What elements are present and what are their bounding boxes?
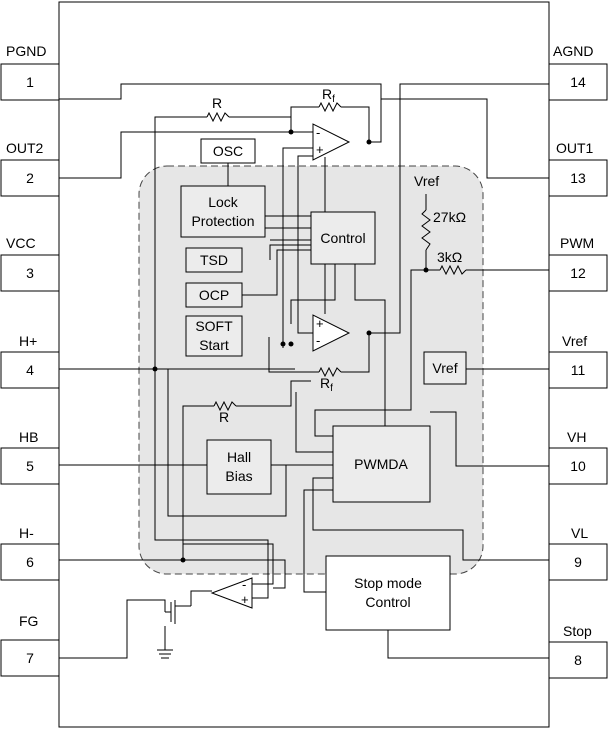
pin-1-name: PGND (6, 43, 46, 59)
pin-10-name: VH (567, 429, 586, 445)
label-r-top: R (212, 95, 222, 111)
pin-5-number: 5 (26, 458, 34, 474)
control-label: Control (320, 230, 365, 246)
pin-9-name: VL (571, 525, 588, 541)
pin-6-number: 6 (26, 554, 34, 570)
pin-8: Stop 8 (548, 623, 608, 679)
osc-label: OSC (213, 143, 243, 159)
wiring (59, 83, 549, 659)
pin-2-name: OUT2 (6, 140, 44, 156)
pin-3-name: VCC (6, 235, 36, 251)
pin-3-number: 3 (26, 265, 34, 281)
pin-2: OUT2 2 (0, 140, 60, 197)
pin-6-name: H- (19, 525, 34, 541)
lock-label-1: Lock (208, 194, 239, 210)
svg-text:-: - (242, 577, 246, 592)
pin-9: VL 9 (548, 525, 608, 581)
resistor-rf-top (318, 101, 342, 113)
vref-block-label: Vref (432, 360, 457, 376)
vref-block: Vref (423, 351, 467, 385)
tsd-label: TSD (200, 252, 228, 268)
svg-text:-: - (316, 333, 320, 348)
hall-bias-block: Hall Bias (206, 439, 272, 495)
pin-14-number: 14 (570, 74, 586, 90)
pwmda-block: PWMDA (332, 425, 431, 503)
label-27k: 27kΩ (433, 209, 466, 225)
pin-14: AGND 14 (548, 43, 608, 101)
pin-10: VH 10 (548, 429, 608, 485)
pin-12: PWM 12 (548, 235, 608, 292)
pin-8-name: Stop (563, 623, 592, 639)
label-rf-bottom: Rf (320, 375, 333, 394)
pin-11: Vref 11 (548, 333, 608, 389)
resistor-rf-bottom (318, 366, 342, 378)
label-rf-top: Rf (322, 86, 335, 105)
tsd-block: TSD (185, 247, 243, 273)
pin-7: FG 7 (0, 613, 60, 677)
pin-9-number: 9 (574, 554, 582, 570)
soft-start-block: SOFT Start (185, 315, 243, 357)
hall-label-2: Bias (225, 468, 252, 484)
ocp-block: OCP (185, 282, 243, 308)
svg-text:-: - (316, 125, 320, 140)
pin-4-number: 4 (26, 362, 34, 378)
pin-5-name: HB (19, 429, 38, 445)
pin-13: OUT1 13 (548, 140, 608, 197)
svg-text:+: + (316, 316, 324, 331)
stop-label-1: Stop mode (354, 575, 422, 591)
amplifier-lower: + - (312, 314, 351, 352)
pin-7-number: 7 (26, 650, 34, 666)
label-vref: Vref (414, 173, 439, 189)
pin-1: PGND 1 (0, 43, 60, 101)
soft-label-2: Start (199, 337, 229, 353)
fg-transistor (165, 600, 176, 624)
junctions (152, 129, 429, 563)
soft-label-1: SOFT (195, 318, 233, 334)
pin-10-number: 10 (570, 458, 586, 474)
resistor-27k (421, 209, 431, 251)
pin-14-name: AGND (553, 43, 593, 59)
resistor-r-bottom (213, 400, 237, 412)
pin-4-name: H+ (19, 333, 37, 349)
label-r-bottom: R (219, 409, 229, 425)
stop-label-2: Control (365, 594, 410, 610)
pin-7-name: FG (19, 613, 38, 629)
control-block: Control (310, 211, 376, 265)
stop-mode-block: Stop mode Control (325, 555, 451, 631)
pin-12-name: PWM (560, 235, 594, 251)
pin-13-number: 13 (570, 170, 586, 186)
amplifier-upper: - + (312, 123, 351, 161)
ocp-label: OCP (199, 287, 229, 303)
pwmda-label: PWMDA (354, 456, 408, 472)
pin-8-number: 8 (574, 652, 582, 668)
pin-1-number: 1 (26, 74, 34, 90)
resistor-r-top (206, 111, 230, 123)
osc-block: OSC (200, 138, 256, 164)
resistors (206, 101, 467, 412)
lock-label-2: Protection (191, 213, 254, 229)
pin-11-number: 11 (571, 362, 586, 378)
lock-protection-block: Lock Protection (180, 185, 266, 238)
pin-12-number: 12 (570, 265, 586, 281)
pin-11-name: Vref (562, 333, 587, 349)
hall-label-1: Hall (227, 449, 251, 465)
resistor-3k (439, 264, 467, 276)
svg-text:+: + (241, 592, 249, 607)
pin-4: H+ 4 (0, 333, 60, 389)
comparator-fg: - + (210, 577, 253, 609)
pin-2-number: 2 (26, 170, 34, 186)
pin-6: H- 6 (0, 525, 60, 581)
pin-5: HB 5 (0, 429, 60, 485)
svg-text:+: + (316, 142, 324, 157)
label-3k: 3kΩ (437, 249, 462, 265)
pin-3: VCC 3 (0, 235, 60, 292)
pin-13-name: OUT1 (556, 140, 594, 156)
